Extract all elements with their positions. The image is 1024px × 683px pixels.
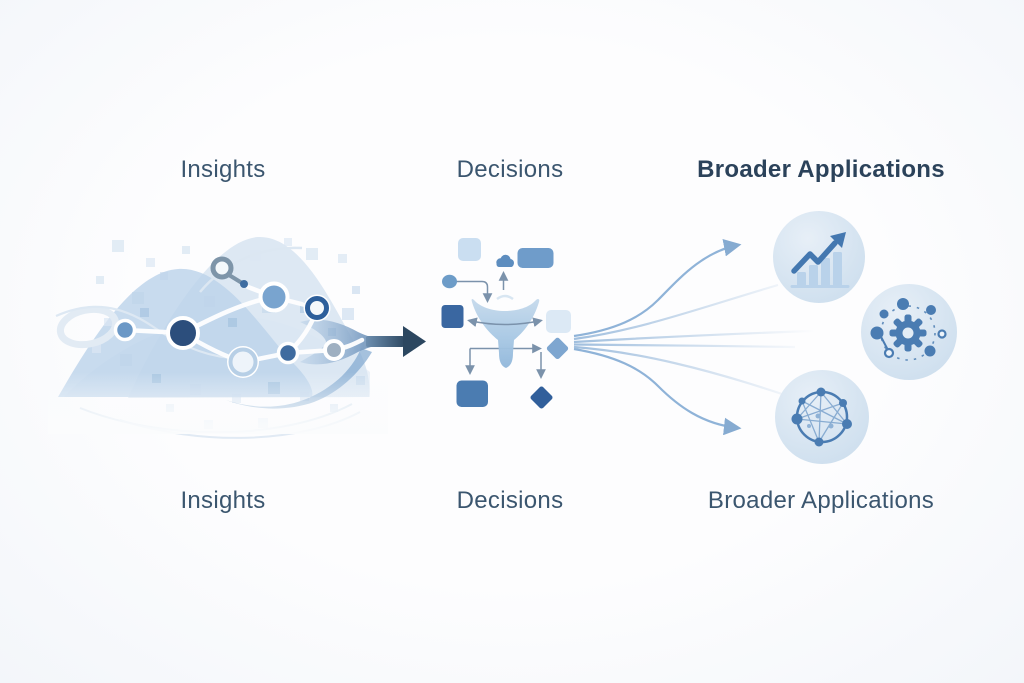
top-label-decisions: Decisions — [456, 156, 564, 183]
flow-node-result-rect — [456, 380, 488, 407]
network-nodes — [113, 256, 345, 378]
globe-network-icon — [791, 387, 852, 447]
gear-network-badge — [861, 284, 957, 380]
growth-chart-badge — [773, 211, 865, 303]
decisions-flowchart — [441, 238, 571, 409]
bottom-label-decisions: Decisions — [456, 487, 564, 514]
node — [276, 341, 300, 365]
fanout-curves — [573, 239, 841, 436]
arrowhead — [403, 326, 426, 357]
node — [113, 318, 137, 342]
funnel-icon — [471, 298, 540, 368]
insights-to-decisions-arrow — [366, 326, 426, 357]
funnel-notch — [496, 294, 514, 301]
flow-node-dark-square — [441, 305, 464, 328]
ring-node — [228, 347, 258, 377]
bottom-label-broader-applications: Broader Applications — [707, 487, 935, 514]
insights-visualization — [48, 236, 426, 439]
node — [258, 281, 290, 313]
top-label-broader-applications: Broader Applications — [697, 156, 945, 183]
flow-node-dark-diamond — [530, 386, 553, 409]
flow-shapes — [441, 238, 571, 409]
fanout-arrow-bottom — [573, 347, 742, 436]
primary-node — [166, 316, 200, 350]
ring-node — [210, 256, 234, 280]
ring-node — [305, 296, 329, 320]
gear-network-icon — [870, 298, 947, 361]
bar-chart-growth-icon — [790, 232, 850, 288]
bottom-label-insights: Insights — [180, 487, 266, 514]
globe-network-badge — [775, 370, 869, 464]
bottom-fade — [48, 372, 388, 434]
flow-node-cloud — [496, 254, 514, 267]
flow-node-light-square — [458, 238, 481, 261]
application-badges — [773, 211, 957, 464]
flow-node-medium-rect — [517, 248, 554, 268]
flow-node-light-diamond — [546, 337, 569, 360]
node — [323, 339, 345, 361]
dot-node — [240, 280, 248, 288]
flow-node-ellipse — [442, 274, 457, 289]
top-label-insights: Insights — [180, 156, 266, 183]
flow-node-pale-square — [546, 310, 571, 333]
node-link — [227, 273, 244, 285]
funnel-cross-arrow — [467, 317, 543, 327]
fanout-arrow-top — [573, 239, 742, 338]
